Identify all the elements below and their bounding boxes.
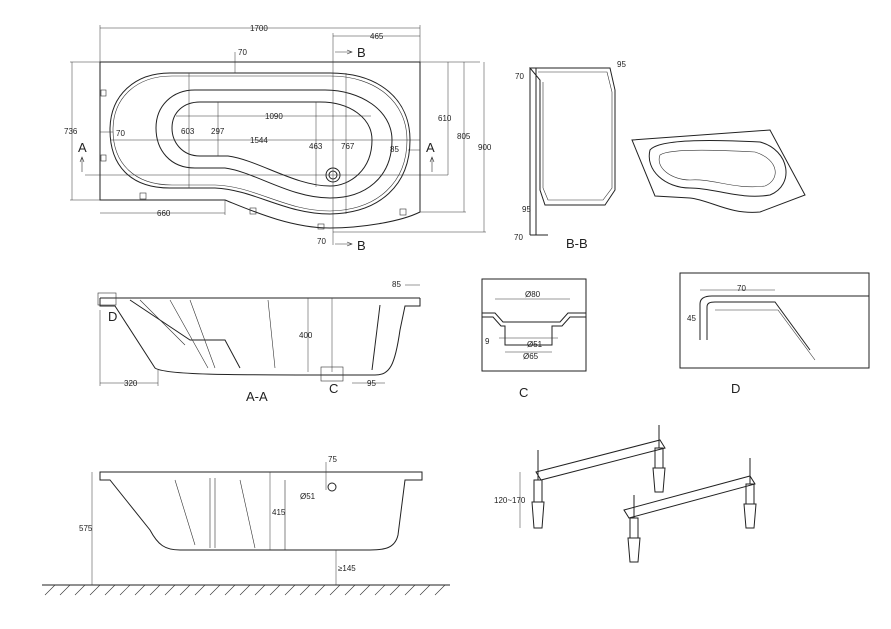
dim-85: 85 — [390, 145, 399, 154]
tub-outline — [99, 61, 421, 229]
dim-900: 900 — [478, 143, 492, 152]
section-bb-title: B-B — [566, 236, 588, 251]
dim-463: 463 — [309, 142, 323, 151]
section-aa-title: A-A — [246, 389, 268, 404]
section-aa: 85 400 320 95 D C A-A — [97, 280, 421, 404]
dim-aa-85: 85 — [392, 280, 401, 289]
dim-side-75: 75 — [328, 455, 337, 464]
dim-1544: 1544 — [250, 136, 268, 145]
dim-bb-70-bottom: 70 — [514, 233, 523, 242]
dim-bb-70-top: 70 — [515, 72, 524, 81]
isometric-view — [631, 129, 806, 213]
dim-side-415: 415 — [272, 508, 286, 517]
dim-side-145: ≥145 — [338, 564, 356, 573]
dim-bb-95-top: 95 — [617, 60, 626, 69]
label-d: D — [108, 309, 117, 324]
section-b-bottom: B — [357, 238, 366, 253]
section-a-left: A — [78, 140, 87, 155]
basin-outer — [155, 89, 393, 199]
basin-inner — [171, 101, 373, 187]
dim-c-51: Ø51 — [527, 340, 543, 349]
dim-603: 603 — [181, 127, 195, 136]
dim-d-45: 45 — [687, 314, 696, 323]
dim-610: 610 — [438, 114, 452, 123]
dim-1700: 1700 — [250, 24, 268, 33]
detail-d: 70 45 D — [679, 272, 870, 396]
dim-aa-320: 320 — [124, 379, 138, 388]
detail-c: Ø80 9 Ø51 Ø65 C — [481, 278, 587, 400]
dim-rim-top: 70 — [238, 48, 247, 57]
dim-side-d51: Ø51 — [300, 492, 316, 501]
dim-805: 805 — [457, 132, 471, 141]
dim-legs-height: 120~170 — [494, 496, 526, 505]
dim-side-575: 575 — [79, 524, 93, 533]
dim-c-65: Ø65 — [523, 352, 539, 361]
side-view: 75 Ø51 415 575 ≥145 — [42, 455, 450, 596]
label-c: C — [329, 381, 338, 396]
dim-736: 736 — [64, 127, 78, 136]
dim-297: 297 — [211, 127, 225, 136]
dim-1090: 1090 — [265, 112, 283, 121]
dim-465: 465 — [370, 32, 384, 41]
detail-d-marker — [97, 292, 117, 306]
rim-inner — [109, 72, 411, 215]
section-a-right: A — [426, 140, 435, 155]
dim-c-9: 9 — [485, 337, 490, 346]
section-b-top: B — [357, 45, 366, 60]
overflow-icon — [327, 482, 337, 492]
detail-c-title: C — [519, 385, 528, 400]
top-view: 1700 465 70 70 1090 603 297 1544 463 767… — [64, 24, 492, 253]
dim-bb-95-bottom: 95 — [522, 205, 531, 214]
dim-rim-left: 70 — [116, 129, 125, 138]
section-bb: 70 95 95 70 B-B — [514, 60, 626, 251]
dim-660: 660 — [157, 209, 171, 218]
dim-d-70: 70 — [737, 284, 746, 293]
dim-c-80: Ø80 — [525, 290, 541, 299]
dim-aa-400: 400 — [299, 331, 313, 340]
support-legs: 120~170 — [494, 425, 757, 563]
detail-d-title: D — [731, 381, 740, 396]
dim-rim-bottom: 70 — [317, 237, 326, 246]
dim-767: 767 — [341, 142, 355, 151]
dim-aa-95: 95 — [367, 379, 376, 388]
